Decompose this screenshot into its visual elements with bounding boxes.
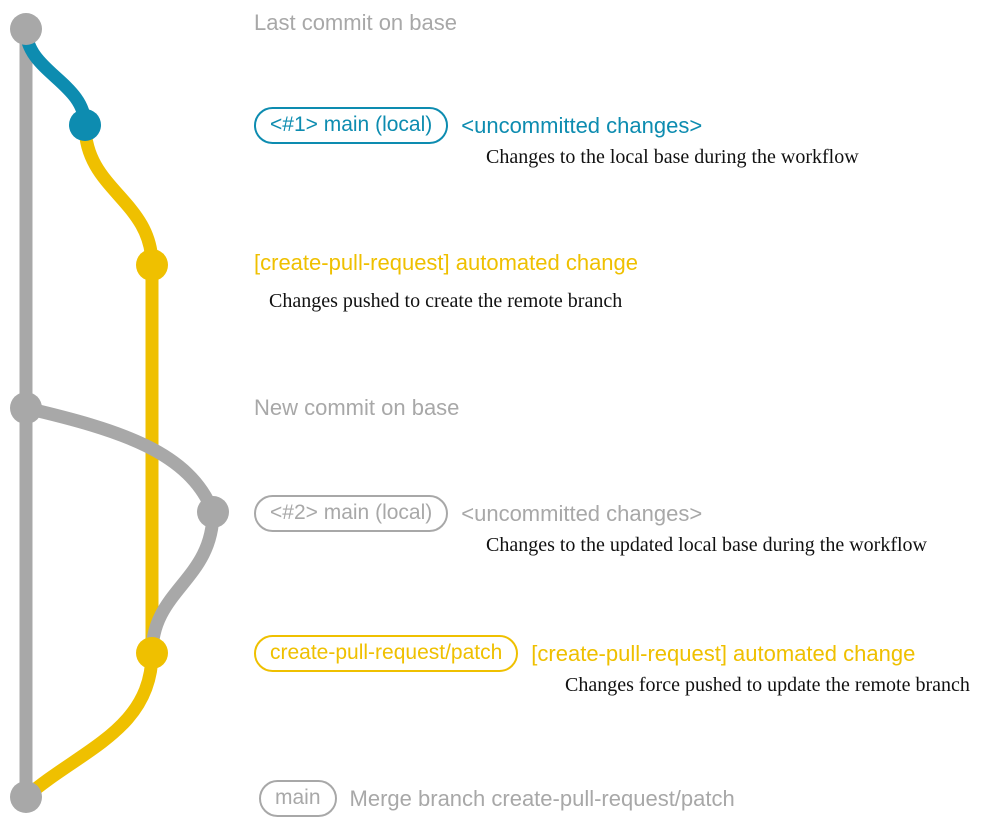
edge-basenew-to-local2 [19,401,220,519]
commit-nodes [10,13,229,813]
commit-node-merge-commit[interactable] [10,781,42,813]
edge-base-to-local1 [19,22,92,132]
commit-node-new-commit-on-base[interactable] [10,392,42,424]
commit-node-last-commit-on-base[interactable] [10,13,42,45]
commit-note-automated-change-2: Changes force pushed to update the remot… [565,674,970,696]
commit-subject-merge-commit: Merge branch create-pull-request/patch [349,785,735,811]
commit-subject-automated-change-2: [create-pull-request] automated change [531,640,916,666]
commit-note-automated-change-1: Changes pushed to create the remote bran… [269,290,623,312]
branch-pill-automated-change-2[interactable]: create-pull-request/patch [254,635,519,673]
commit-caption-last-commit-on-base: Last commit on base [254,10,457,35]
commit-row-automated-change-2: create-pull-request/patch [create-pull-re… [254,635,916,673]
branch-pill-main-local-2[interactable]: <#2> main (local) [254,495,449,533]
edge-local2-to-patch2 [145,505,220,660]
edge-patch2-to-merge [19,646,159,804]
edge-local1-to-patch1 [78,118,159,272]
commit-note-main-local-1: Changes to the local base during the wor… [486,146,859,168]
commit-subject-automated-change-1: [create-pull-request] automated change [254,250,639,275]
commit-row-main-local-1: <#1> main (local) <uncommitted changes> [254,107,703,145]
commit-row-main-local-2: <#2> main (local) <uncommitted changes> [254,495,703,533]
branch-pill-merge-commit[interactable]: main [259,780,337,818]
commit-caption-new-commit-on-base: New commit on base [254,395,460,420]
commit-node-automated-change-1[interactable] [136,249,168,281]
commit-node-automated-change-2[interactable] [136,637,168,669]
commit-row-automated-change-1: [create-pull-request] automated change [254,251,638,274]
commit-subject-main-local-2: <uncommitted changes> [461,500,703,526]
commit-row-merge-commit: main Merge branch create-pull-request/pat… [259,780,735,818]
commit-subject-main-local-1: <uncommitted changes> [461,112,703,138]
commit-node-main-local-2[interactable] [197,496,229,528]
commit-node-main-local-1[interactable] [69,109,101,141]
commit-note-main-local-2: Changes to the updated local base during… [486,534,927,556]
branch-pill-main-local-1[interactable]: <#1> main (local) [254,107,449,145]
